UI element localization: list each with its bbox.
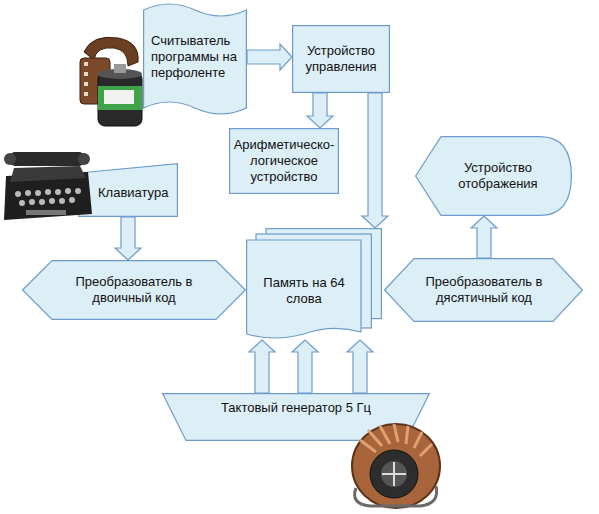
node-text-box: Устройство отображения: [443, 144, 553, 208]
node-label: Устройство отображения: [443, 160, 553, 192]
node-label: Клавиатура: [98, 185, 176, 201]
film-illustration: [80, 37, 142, 126]
node-text-box: Тактовый генератор 5 Гц: [202, 397, 390, 419]
node-label: Тактовый генератор 5 Гц: [202, 400, 390, 416]
preparation-hexagon-path: [23, 261, 246, 320]
node-text-box: Память на 64 слова: [252, 248, 356, 334]
node-label: Преобразователь в дясятичный код: [416, 274, 552, 306]
manual-input-shape: Клавиатура: [78, 163, 178, 217]
node-text-box: Арифметическо-логическое устройство: [233, 132, 335, 190]
document-shape-path: [144, 4, 247, 114]
display-shape: Устройство отображения: [415, 136, 572, 216]
node-label: Устройство управления: [296, 43, 386, 75]
process-box: Устройство управления: [292, 25, 390, 93]
node-label: Память на 64 слова: [252, 275, 356, 307]
process-box-path: [293, 26, 390, 93]
node-text-box: Преобразователь в дясятичный код: [416, 264, 552, 316]
block-arrow: [292, 340, 318, 393]
block-arrow: [471, 216, 497, 258]
node-label: Арифметическо-логическое устройство: [233, 137, 335, 185]
node-label: Преобразователь в двоичный код: [58, 274, 210, 306]
manual-input-shape-path: [79, 164, 178, 217]
node-text-box: Преобразователь в двоичный код: [58, 266, 210, 314]
display-shape-path: [416, 137, 572, 216]
node-text-box: Считыватель программы на перфоленте: [151, 14, 243, 100]
block-arrow: [249, 340, 275, 393]
preparation-hexagon: Преобразователь в дясятичный код: [384, 258, 583, 322]
clock-band-path: [163, 394, 430, 441]
process-box: Арифметическо-логическое устройство: [229, 128, 339, 194]
node-label: Считыватель программы на перфоленте: [151, 33, 243, 81]
memory-stack-path: [247, 240, 361, 338]
preparation-hexagon-path: [385, 259, 583, 322]
clock-band: Тактовый генератор 5 Гц: [162, 393, 430, 441]
document-shape: Считыватель программы на перфоленте: [143, 2, 247, 118]
block-arrow: [115, 217, 141, 260]
node-text-box: Клавиатура: [98, 173, 176, 213]
block-arrow: [247, 44, 292, 70]
preparation-hexagon: Преобразователь в двоичный код: [22, 260, 246, 320]
memory-stack: Память на 64 слова: [246, 228, 382, 340]
block-arrow: [362, 93, 388, 228]
process-box-path: [230, 129, 339, 194]
block-arrow: [307, 93, 333, 128]
block-arrow: [347, 340, 373, 393]
node-text-box: Устройство управления: [296, 29, 386, 89]
